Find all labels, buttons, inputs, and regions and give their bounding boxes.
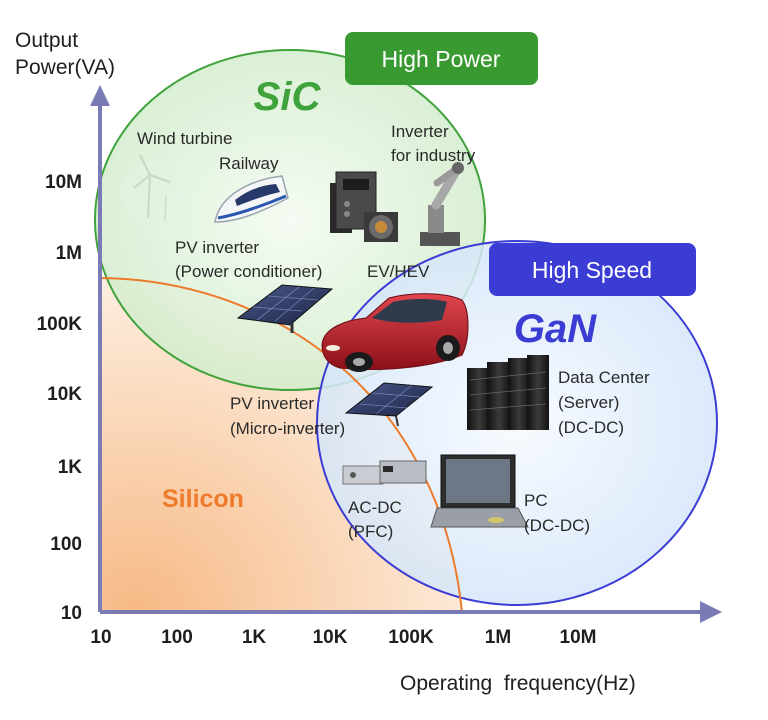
power-supply-icon xyxy=(342,460,427,485)
x-tick-label: 10M xyxy=(560,627,597,648)
high-speed-badge xyxy=(489,243,696,296)
label-data-center-1: Data Center xyxy=(558,368,650,387)
label-pc-1: PC xyxy=(524,491,548,510)
train-icon xyxy=(214,175,289,223)
label-ev-hev: EV/HEV xyxy=(367,262,430,281)
server-rack-icon xyxy=(467,355,549,430)
y-axis-arrow-icon xyxy=(90,85,110,106)
gan-title: GaN xyxy=(514,307,597,351)
label-wind-turbine: Wind turbine xyxy=(137,129,232,148)
solar-panel-small-icon xyxy=(344,382,434,427)
x-axis-title: Operating frequency(Hz) xyxy=(400,672,636,695)
label-data-center-3: (DC-DC) xyxy=(558,418,624,437)
car-icon xyxy=(321,293,469,372)
x-tick-label: 100 xyxy=(161,627,193,648)
label-pv-micro-2: (Micro-inverter) xyxy=(230,419,345,438)
x-tick-label: 1K xyxy=(242,627,267,648)
high-speed-badge-label: High Speed xyxy=(532,257,652,283)
motor-icon xyxy=(364,212,398,242)
robot-arm-icon xyxy=(420,162,464,246)
x-tick-label: 10K xyxy=(313,627,348,648)
label-pv-inverter-1: PV inverter xyxy=(175,238,259,257)
label-pv-inverter-2: (Power conditioner) xyxy=(175,262,322,281)
sic-title: SiC xyxy=(254,75,322,119)
solar-panel-large-icon xyxy=(236,284,334,333)
label-data-center-2: (Server) xyxy=(558,393,619,412)
label-inverter-industry-2: for industry xyxy=(391,146,476,165)
y-tick-label: 100 xyxy=(50,534,82,555)
x-tick-label: 1M xyxy=(485,627,511,648)
y-tick-label: 10 xyxy=(61,603,82,624)
high-power-badge xyxy=(345,32,538,85)
y-tick-label: 100K xyxy=(37,314,83,335)
label-pc-2: (DC-DC) xyxy=(524,516,590,535)
silicon-title: Silicon xyxy=(162,485,244,513)
y-tick-label: 1K xyxy=(58,457,83,478)
label-inverter-industry-1: Inverter xyxy=(391,122,449,141)
label-pv-micro-1: PV inverter xyxy=(230,394,314,413)
x-tick-label: 100K xyxy=(388,627,434,648)
y-axis-title-line2: Power(VA) xyxy=(15,56,115,79)
x-tick-label: 10 xyxy=(90,627,111,648)
y-tick-label: 1M xyxy=(56,243,82,264)
label-railway: Railway xyxy=(219,154,279,173)
y-axis-title-line1: Output xyxy=(15,29,78,52)
x-axis-arrow-icon xyxy=(700,601,722,623)
label-acdc-1: AC-DC xyxy=(348,498,402,517)
y-tick-label: 10M xyxy=(45,172,82,193)
y-tick-label: 10K xyxy=(47,384,82,405)
wind-turbine-icon xyxy=(120,154,184,225)
label-acdc-2: (PFC) xyxy=(348,522,393,541)
laptop-icon xyxy=(430,454,529,528)
high-power-badge-label: High Power xyxy=(382,46,501,72)
